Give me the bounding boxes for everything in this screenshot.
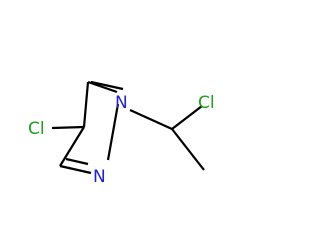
nitrogen-label-n1: N	[115, 93, 128, 113]
bond-ch-ch3	[171, 128, 205, 171]
structure-canvas: Cl Cl N N	[28, 80, 215, 187]
molecule-structure: Cl Cl N N	[28, 80, 215, 187]
bond-c5-n1	[87, 80, 118, 94]
bond-n1-n2	[106, 103, 120, 161]
bond-c4-c5-inner	[90, 80, 124, 91]
bond-c4-c3	[59, 126, 85, 167]
bond-c4-c5	[82, 81, 90, 128]
chlorine-label-side: Cl	[198, 93, 215, 113]
nitrogen-label-n2: N	[93, 167, 106, 187]
bond-n1-ch	[129, 108, 173, 131]
bond-c3-n2-inner	[65, 157, 89, 166]
bond-ch-cl	[171, 105, 203, 130]
bond-c4-cl	[51, 125, 85, 130]
bond-c3-n2	[59, 164, 92, 175]
chlorine-label-ring: Cl	[28, 119, 45, 139]
